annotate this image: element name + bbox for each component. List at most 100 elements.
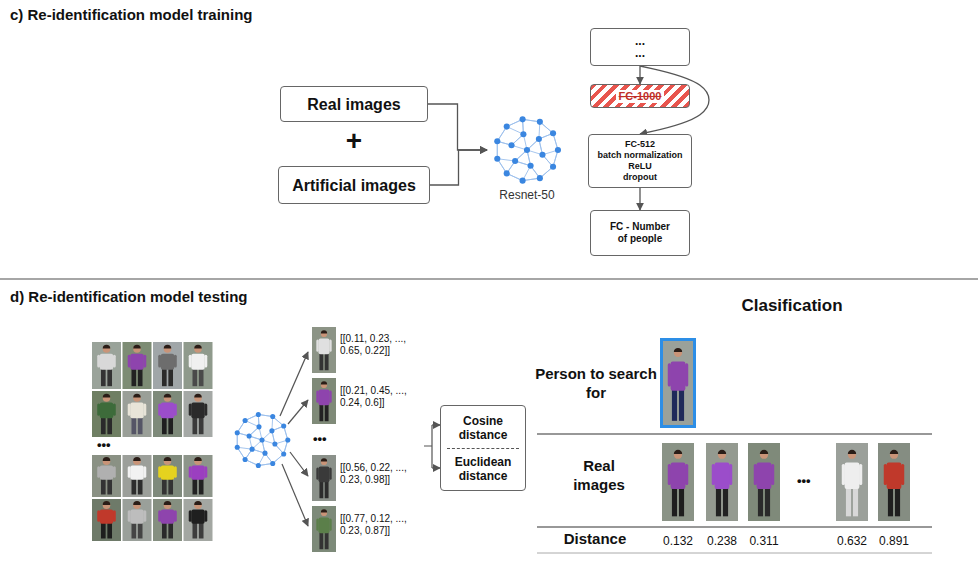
ellipsis: ••• [97,438,111,452]
network-dot [550,164,556,170]
box-label: ReLU [628,161,652,172]
gallery-photo-part [164,502,172,510]
gallery-photo [123,455,152,497]
gallery-photo-part [130,403,143,419]
gallery-photo-part [192,369,197,386]
gallery-photo-part [133,502,141,510]
gallery-photo [184,342,213,389]
gallery-photo-part [168,417,173,434]
gallery-photo-part [92,342,121,389]
gallery-photo-part [130,354,143,370]
illustration [0,279,978,553]
network-icon [235,412,291,468]
gallery-photo-part [123,499,152,541]
box-label: batch normalization [597,150,682,161]
crop-photo-part [312,378,336,424]
gallery-result-photo-part [859,464,862,485]
gallery-photo [184,499,213,541]
gallery-photo-part [133,345,141,353]
gallery-photo-part [192,523,197,539]
network-dot [256,424,261,429]
gallery-result-photo-part [748,443,780,521]
network-dot [520,178,526,184]
gallery-result-photo-part [757,463,772,490]
query-photo-part [671,362,686,391]
gallery-photo-part [113,403,116,415]
gallery-photo-part [199,479,204,495]
gallery-photo [153,455,182,497]
gallery-photo-part [162,479,167,495]
gallery-photo-part [143,403,146,415]
box-label: Artificial images [292,176,416,195]
gallery-photo-part [113,466,116,477]
gallery-photo-part [138,479,143,495]
gallery-photo-part [153,391,182,437]
network-dot [555,147,561,153]
gallery-result-photo [748,443,780,521]
gallery-result-photo-part [729,464,732,485]
gallery-result-photo-part [679,487,684,516]
query-photo-part [674,348,682,352]
network-dot [550,130,556,136]
gallery-result-photo-part [848,451,856,459]
gallery-photo-part [161,510,174,524]
gallery-photo-part [113,510,116,521]
crop-photo-part [329,467,331,479]
gallery-photo-part [162,523,167,539]
query-frame [662,340,695,427]
gallery-photo-part [194,394,202,402]
gallery-result-photo-part [842,464,845,485]
network-dot [520,131,526,137]
crop-photo-part [329,518,331,530]
gallery-result-photo-part [884,464,887,485]
gallery-photo-part [130,510,143,524]
network-dots [494,116,561,183]
gallery-result-photo [706,443,738,521]
query-photo [662,340,694,426]
gallery-photo-part [194,345,202,349]
gallery-photo-part [143,510,146,521]
gallery-result-photo-part [895,487,900,516]
gallery-photo-part [97,466,100,477]
gallery-photo-part [184,342,213,389]
gallery-photo-part [107,369,112,386]
gallery-photo-part [133,345,141,349]
gallery-photo-part [192,417,197,434]
network-dot [281,424,286,429]
crop-photo-part [319,532,323,549]
gallery-result-photo-part [890,451,898,459]
flow-arrow [639,66,640,84]
flow-arrow [639,188,640,210]
embedding-arrow [288,400,308,424]
network-dot [262,451,267,456]
crop-photo [312,327,336,373]
gallery-photo-part [158,510,161,521]
gallery-photo-part [153,455,182,497]
gallery-photo [123,342,152,389]
box-label: FC-1000 [616,90,665,103]
gallery-result-photo-part [723,487,728,516]
gallery-photo-part [189,403,192,415]
gallery-photo-part [164,457,172,461]
crop-photo-part [325,353,329,370]
box-label: FC - Number of people [607,221,673,245]
network-icon [489,112,565,188]
gallery-photo-part [194,458,202,466]
column-heading: Clasification [712,296,872,316]
feature-vector: [[0.77, 0.12, ..., 0.23, 0.87]] [340,513,426,537]
gallery-result-photo-part [771,464,774,485]
gallery-photo-part [189,510,192,521]
network-dot [281,451,286,456]
network-dot [504,170,510,176]
gallery-photo [92,499,121,541]
query-photo-part [662,340,694,426]
gallery-result-photo-part [836,443,868,521]
gallery-photo-part [103,345,111,353]
gallery-result-photo-part [878,443,910,521]
gallery-photo-part [131,523,136,539]
gallery-photo-part [194,345,202,353]
gallery-photo-part [101,417,106,434]
gallery-photo-part [97,403,100,415]
gallery-photo-part [131,479,136,495]
gallery-photo-part [101,523,106,539]
